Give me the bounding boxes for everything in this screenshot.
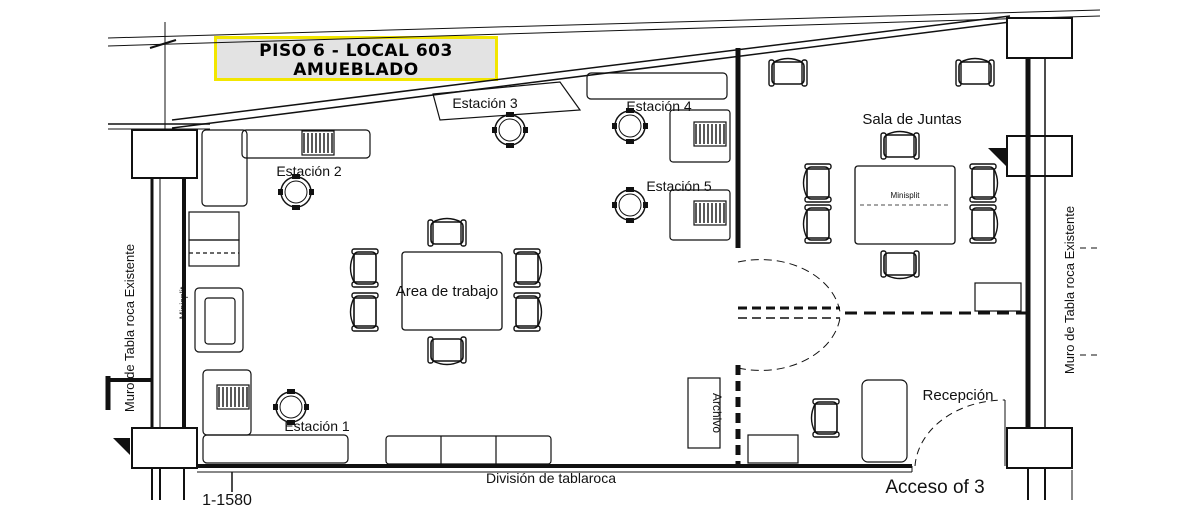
meeting-table [768, 57, 999, 280]
label-estacion-3: Estación 3 [452, 95, 518, 111]
label-minisplit-table: Minisplit [891, 191, 921, 200]
plan-title-line2: AMUEBLADO [293, 60, 419, 80]
label-estacion-2: Estación 2 [276, 163, 342, 179]
label-recepcion: Recepción [923, 387, 994, 404]
label-area-trabajo: Area de trabajo [396, 283, 499, 300]
reception-furniture [687, 282, 1022, 464]
label-acceso: Acceso of 3 [885, 477, 984, 498]
left-furniture [188, 129, 552, 465]
label-archivo: Archivo [710, 393, 724, 433]
label-corner-note: 1-1580 [202, 492, 252, 507]
label-estacion-1: Estación 1 [284, 418, 350, 434]
plan-title: PISO 6 - LOCAL 603 AMUEBLADO [214, 36, 498, 81]
top-boundary-lines [107, 9, 1101, 178]
column-corner-marks [113, 148, 1006, 455]
label-estacion-4: Estación 4 [626, 98, 692, 114]
bottom-division-wall [197, 464, 912, 492]
label-minisplit-wall: Minisplit [178, 286, 188, 319]
left-wall [105, 178, 186, 500]
label-estacion-5: Estación 5 [646, 178, 712, 194]
right-wall [1025, 58, 1100, 500]
work-table [349, 217, 543, 366]
label-right-wall: Muro de Tabla roca Existente [1062, 206, 1077, 374]
top-counters [432, 72, 731, 241]
structural-columns [131, 17, 1073, 469]
interior-walls [735, 48, 1028, 472]
label-left-wall: Muro de Tabla roca Existente [122, 244, 137, 412]
label-sala-juntas: Sala de Juntas [862, 111, 961, 128]
reception-chair [810, 398, 840, 438]
plan-title-line1: PISO 6 - LOCAL 603 [259, 41, 453, 61]
label-bottom-wall: División de tablaroca [486, 470, 616, 486]
